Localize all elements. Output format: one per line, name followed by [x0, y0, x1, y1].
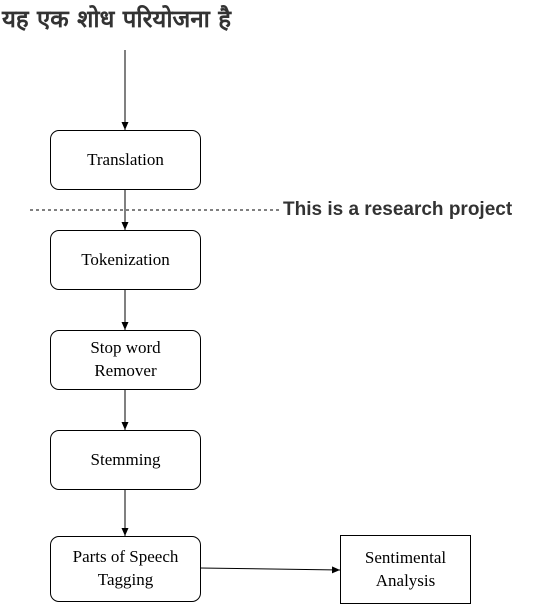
- stemming-node: Stemming: [50, 430, 201, 490]
- stop-word-label-line1: Stop word: [90, 338, 161, 358]
- caption-research-project: This is a research project: [283, 199, 513, 220]
- tokenization-node: Tokenization: [50, 230, 201, 290]
- translation-node: Translation: [50, 130, 201, 190]
- stop-word-remover-node: Stop word Remover: [50, 330, 201, 390]
- translation-label: Translation: [87, 149, 164, 169]
- stemming-label: Stemming: [90, 449, 161, 469]
- sentiment-label-line2: Analysis: [375, 570, 436, 590]
- pos-label-line1: Parts of Speech: [72, 547, 179, 567]
- pos-tagging-node: Parts of Speech Tagging: [50, 536, 201, 602]
- stop-word-label-line2: Remover: [94, 361, 157, 380]
- hindi-title: यह एक शोध परियोजना है: [2, 5, 231, 33]
- arrow-pos-to-sentiment: [199, 566, 341, 574]
- pos-label-line2: Tagging: [97, 570, 154, 589]
- sentiment-label-line1: Sentimental: [364, 547, 447, 567]
- tokenization-label: Tokenization: [81, 249, 170, 269]
- sentimental-analysis-node: Sentimental Analysis: [340, 535, 471, 604]
